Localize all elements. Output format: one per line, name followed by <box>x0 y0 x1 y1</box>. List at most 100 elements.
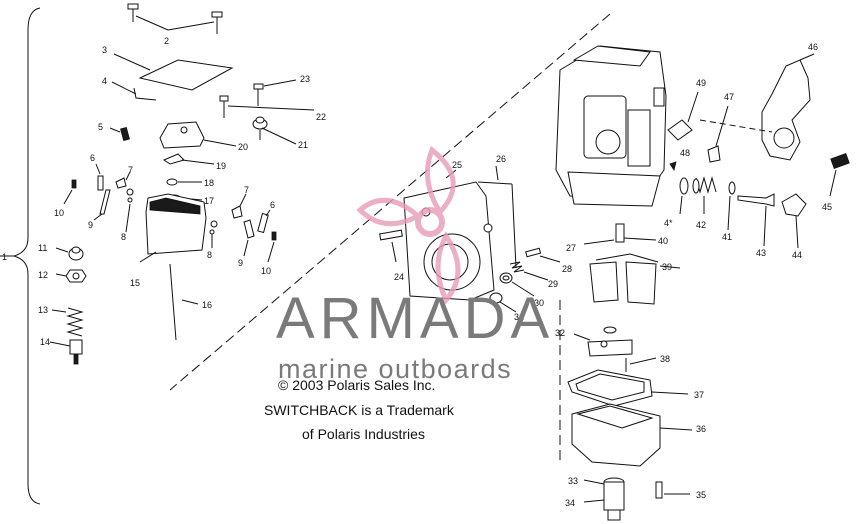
cap-part-11 <box>55 246 84 261</box>
callout-37: 37 <box>694 390 704 400</box>
callout-7a: 7 <box>128 165 133 175</box>
callout-15: 15 <box>130 278 140 288</box>
ring-part-48 <box>669 161 677 171</box>
callout-10a: 10 <box>54 208 64 218</box>
copyright-text: © 2003 Polaris Sales Inc. <box>278 377 435 393</box>
callout-8a: 8 <box>121 232 126 242</box>
needle-part-16 <box>169 263 199 341</box>
screw-part-23 <box>253 79 297 106</box>
callout-31: 31 <box>514 312 524 322</box>
callout-6a: 6 <box>90 153 95 163</box>
screw-part-2 <box>127 3 223 34</box>
callout-18: 18 <box>204 178 214 188</box>
spacer-part-10a <box>63 179 77 205</box>
callout-4-star: 4* <box>664 218 673 228</box>
callout-19: 19 <box>216 161 226 171</box>
callout-36: 36 <box>696 424 706 434</box>
armada-logo <box>356 145 461 305</box>
nut-part-21 <box>252 116 297 145</box>
callout-8b: 8 <box>207 250 212 260</box>
washer-part-4s <box>679 177 689 215</box>
callout-49: 49 <box>696 78 706 88</box>
screw-part-22 <box>219 95 315 118</box>
fitting-part-40 <box>583 223 657 245</box>
callout-9b: 9 <box>238 258 243 268</box>
callout-32: 32 <box>555 328 565 338</box>
callout-5: 5 <box>98 122 103 132</box>
callout-2: 2 <box>164 36 169 46</box>
callout-25: 25 <box>452 160 462 170</box>
spring-part-42 <box>692 176 717 214</box>
callout-34: 34 <box>565 498 575 508</box>
cap-part-47 <box>707 105 729 163</box>
callout-3: 3 <box>102 45 107 55</box>
callout-11: 11 <box>38 243 47 253</box>
callout-48: 48 <box>680 148 690 158</box>
callout-42: 42 <box>696 220 706 230</box>
cover-plate-part-3 <box>113 53 234 91</box>
callout-43: 43 <box>756 248 766 258</box>
washer-part-31 <box>489 292 517 313</box>
spring-part-29 <box>509 261 549 281</box>
gasket-part-4 <box>111 81 157 101</box>
callout-33: 33 <box>568 476 578 486</box>
spacer-part-10b <box>267 231 277 263</box>
clip-part-6a <box>95 163 104 191</box>
screw-part-24 <box>379 229 403 263</box>
callout-6b: 6 <box>270 200 275 210</box>
callout-45: 45 <box>822 202 832 212</box>
group-brace <box>12 7 41 505</box>
washer-part-30 <box>499 272 535 297</box>
callout-47: 47 <box>724 92 734 102</box>
washer-part-8b <box>209 220 218 248</box>
cable-cover-part-46 <box>699 53 815 161</box>
callout-26: 26 <box>496 154 506 164</box>
clip-part-6b <box>257 209 271 234</box>
link-part-9b <box>243 219 255 257</box>
slide-part-15 <box>139 193 207 263</box>
pin-part-38 <box>625 357 657 372</box>
callout-4: 4 <box>102 76 107 86</box>
pin-part-7b <box>231 193 247 219</box>
callout-44: 44 <box>792 250 802 260</box>
screw-part-28 <box>525 247 561 263</box>
drain-part-34 <box>583 477 625 521</box>
knob-part-44 <box>781 193 807 249</box>
callout-30: 30 <box>534 298 544 308</box>
callout-17: 17 <box>204 196 214 206</box>
callout-16: 16 <box>202 300 212 310</box>
nut-part-12 <box>55 269 87 283</box>
callout-21: 21 <box>298 140 308 150</box>
washer-part-18 <box>166 178 202 186</box>
rod-part-26 <box>477 165 517 269</box>
callout-22: 22 <box>316 112 326 122</box>
screw-part-35 <box>655 481 690 499</box>
throttle-plate-part-25 <box>403 169 495 301</box>
watermark-tagline: marine outboards <box>278 354 512 384</box>
callout-14: 14 <box>40 337 50 347</box>
callout-1: 1 <box>2 252 7 262</box>
link-part-9a <box>93 189 111 221</box>
washer-part-8a <box>125 188 134 233</box>
fitting-part-49 <box>667 91 699 141</box>
callout-41: 41 <box>722 232 732 242</box>
gasket-part-37 <box>567 369 689 407</box>
callout-27: 27 <box>566 243 576 253</box>
screw-part-45 <box>829 153 850 197</box>
pin-part-7a <box>115 171 131 189</box>
screw-part-5 <box>109 126 130 142</box>
trademark-line-1: SWITCHBACK is a Trademark <box>264 402 455 418</box>
trademark-line-2: of Polaris Industries <box>302 426 425 442</box>
callout-12: 12 <box>38 270 48 280</box>
callout-40: 40 <box>658 236 668 246</box>
clip-part-19 <box>162 153 215 165</box>
needle-screw-part-43 <box>737 193 775 247</box>
float-bowl-part-36 <box>571 403 693 467</box>
callout-20: 20 <box>238 142 248 152</box>
callout-7b: 7 <box>244 185 249 195</box>
callout-38: 38 <box>660 354 670 364</box>
callout-28: 28 <box>562 264 572 274</box>
valve-part-32 <box>573 326 633 357</box>
callout-9a: 9 <box>88 220 93 230</box>
callout-35: 35 <box>696 490 706 500</box>
